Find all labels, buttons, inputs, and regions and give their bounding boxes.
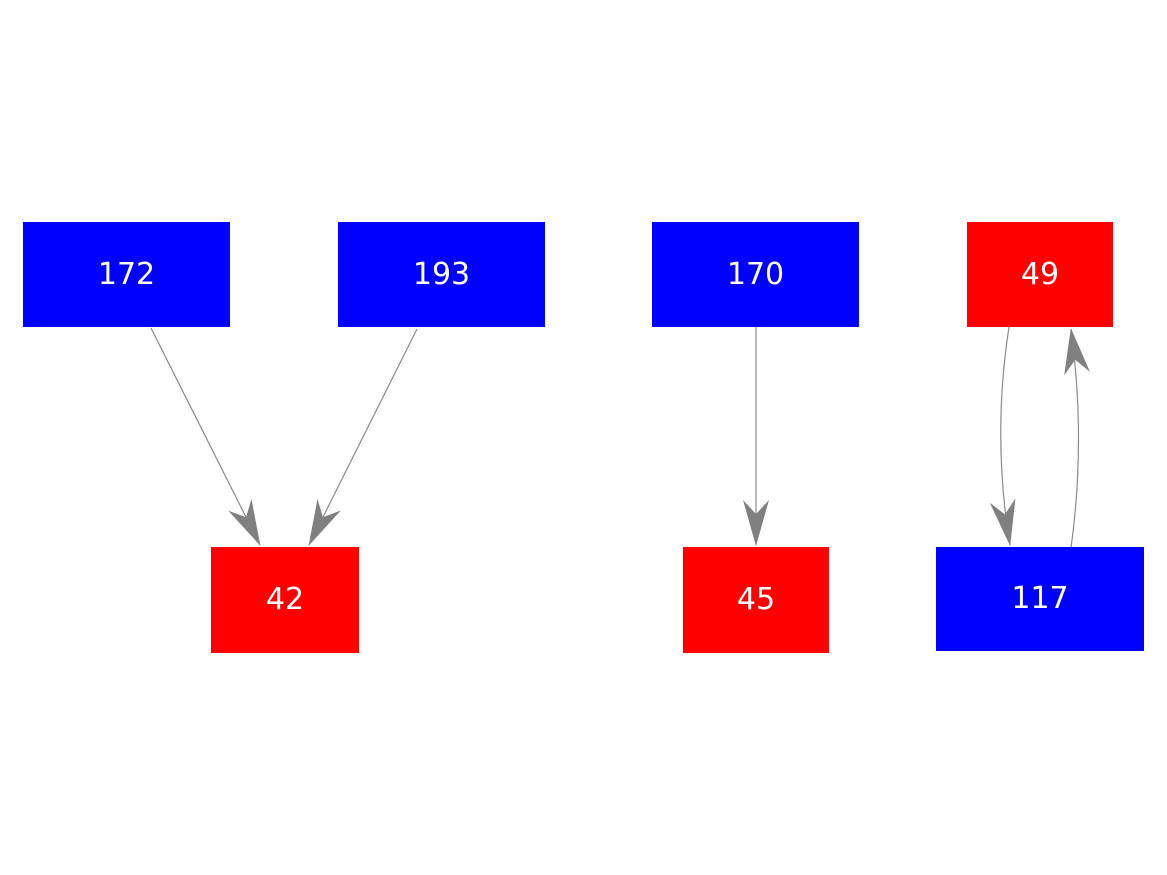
graph-node-42[interactable]: 42 bbox=[211, 547, 359, 653]
graph-node-170[interactable]: 170 bbox=[652, 222, 859, 327]
node-label: 45 bbox=[736, 582, 776, 617]
graph-edge-193-to-42 bbox=[308, 328, 418, 546]
graph-node-172[interactable]: 172 bbox=[23, 222, 230, 327]
node-label: 42 bbox=[265, 582, 305, 617]
graph-node-49[interactable]: 49 bbox=[967, 222, 1113, 327]
graph-node-45[interactable]: 45 bbox=[683, 547, 829, 653]
graph-node-117[interactable]: 117 bbox=[936, 547, 1144, 651]
node-label: 117 bbox=[1011, 581, 1069, 616]
graph-edge-172-to-42 bbox=[150, 327, 261, 546]
node-label: 193 bbox=[412, 256, 471, 292]
node-label: 49 bbox=[1020, 256, 1060, 292]
graph-edge-117-to-49 bbox=[1064, 328, 1090, 549]
graph-edge-49-to-117 bbox=[989, 326, 1016, 546]
graph-node-193[interactable]: 193 bbox=[338, 222, 545, 327]
node-label: 172 bbox=[97, 256, 156, 292]
node-label: 170 bbox=[726, 256, 785, 292]
